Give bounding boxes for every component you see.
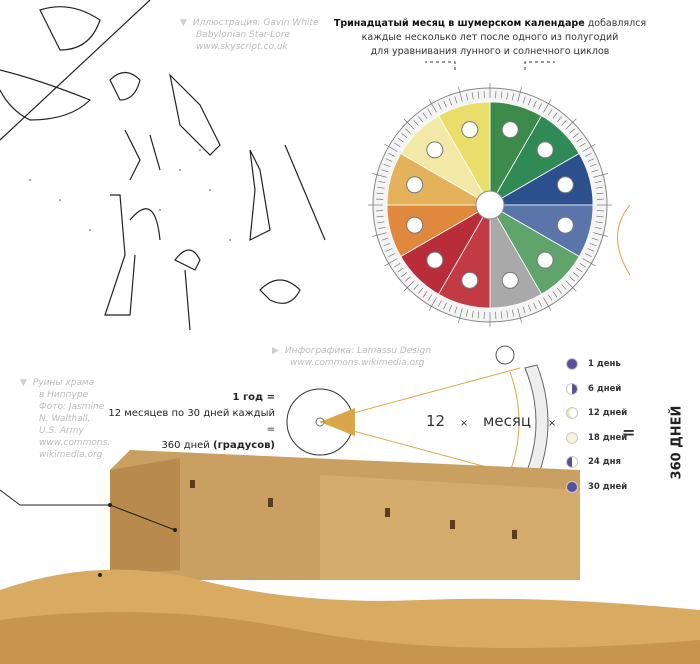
month-wedge [320,408,355,436]
photo-credit: ▼Руины храма в Ниппуре Фото: Jasmine N. … [20,378,111,460]
month-formula: 12 × месяц × [426,412,557,430]
legend-item: 6 дней [566,382,622,395]
moon-icon [536,141,554,159]
calendar-title: Тринадцатый месяц в шумерском календаре … [333,18,647,57]
legend-label: 18 дней [588,432,628,443]
moon-icon [556,176,574,194]
moon-icon [501,121,519,139]
moon-icon [536,251,554,269]
intercalary-arc [617,204,631,276]
month-arc [509,371,520,473]
moon-icon [501,271,519,289]
moon-icon [426,251,444,269]
infographic-credit: ▶Инфографика: Lamassu Design www.commons… [272,346,431,368]
legend-label: 6 дней [588,383,622,394]
moon-phase-icon [566,382,578,395]
legend-item: 30 дней [566,480,628,493]
moon-icon [406,216,424,234]
legend-item: 18 дней [566,431,628,444]
constellation-illustration [0,0,326,331]
moon-icon [556,216,574,234]
moon-phase-icon [566,358,578,370]
legend-item: 12 дней [566,407,627,419]
moon-icon [495,345,515,365]
calendar-wheel [368,83,612,327]
moon-icon [461,271,479,289]
moon-phase-icon [566,407,578,419]
moon-phase-icon [566,480,578,493]
legend-item: 1 день [566,358,621,370]
legend-label: 12 дней [588,408,628,418]
year-equation: 1 год = 12 месяцев по 30 дней каждый = 3… [108,392,275,451]
moon-phase-icon [566,456,578,468]
moon-icon [461,121,479,139]
legend-label: 1 день [588,359,621,369]
moon-icon [426,141,444,159]
illustration-credit: ▼Иллюстрация: Gavin White Babylonian Sta… [180,18,319,52]
ziggurat-photo [0,450,700,664]
equals-sign: = [622,423,636,442]
legend-item: 24 дня [566,456,621,468]
legend-label: 24 дня [588,457,621,467]
legend-label: 30 дней [588,481,628,492]
moon-icon [406,176,424,194]
total-days: 360 ДНЕЙ [669,405,685,480]
moon-phase-icon [566,431,578,444]
